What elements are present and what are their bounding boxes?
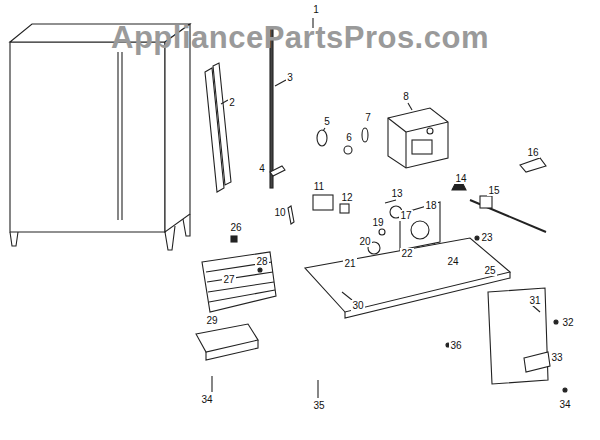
part-19	[379, 229, 385, 235]
compressor-edge	[405, 132, 406, 168]
callout-number: 27	[222, 274, 235, 285]
callout-number: 31	[528, 295, 541, 306]
cabinet-seam	[117, 52, 118, 220]
callout-number: 2	[228, 97, 236, 108]
callout-number: 32	[561, 317, 574, 328]
callout-number: 6	[345, 132, 353, 143]
callout-number: 34	[558, 399, 571, 410]
leader-line	[221, 100, 228, 104]
callout-number: 20	[358, 236, 371, 247]
part-7	[362, 128, 368, 142]
callout-number: 30	[351, 300, 364, 311]
part-6	[344, 146, 352, 154]
part-33	[524, 352, 550, 372]
grille	[202, 252, 276, 312]
callout-number: 33	[550, 352, 563, 363]
grille-slat	[209, 290, 275, 302]
leader-line	[323, 128, 325, 131]
compressor	[388, 108, 448, 168]
compressor-label	[412, 140, 432, 154]
part-16	[520, 158, 546, 172]
callout-number: 5	[323, 116, 331, 127]
bracket-hole	[411, 221, 429, 239]
screw	[475, 236, 479, 240]
grille-slat	[208, 282, 274, 292]
callout-number: 21	[343, 258, 356, 269]
trim-strip	[213, 63, 231, 185]
compressor-edge	[388, 118, 406, 132]
part-13	[385, 200, 396, 203]
cover-plate	[488, 288, 548, 384]
callout-number: 10	[273, 207, 286, 218]
callout-number: 13	[390, 188, 403, 199]
part-26	[231, 236, 237, 242]
callout-number: 15	[487, 185, 500, 196]
callout-number: 14	[454, 173, 467, 184]
callout-number: 28	[255, 256, 268, 267]
callout-number: 16	[526, 147, 539, 158]
callout-number: 36	[449, 340, 462, 351]
leader-line	[408, 103, 412, 110]
callout-number: 1	[312, 4, 320, 15]
base-plate	[305, 238, 510, 312]
leader-line	[532, 305, 540, 312]
grille-slat	[207, 272, 273, 282]
callout-number: 22	[400, 248, 413, 259]
callout-number: 29	[205, 315, 218, 326]
part-4	[270, 166, 285, 176]
callout-number: 4	[258, 163, 266, 174]
callout-number: 11	[313, 181, 325, 192]
callout-number: 3	[286, 72, 294, 83]
callout-number: 8	[402, 91, 410, 102]
part-10	[288, 206, 294, 224]
cabinet-side	[165, 24, 190, 232]
drip-tray	[196, 324, 258, 352]
leader-line	[317, 380, 318, 398]
screw	[563, 388, 567, 392]
base-edge	[345, 272, 510, 318]
cabinet-seam	[121, 52, 122, 220]
part-5	[317, 130, 327, 146]
callout-number: 17	[399, 210, 412, 221]
tray-edge	[206, 340, 258, 360]
callout-number: 25	[483, 265, 496, 276]
cabinet-leg	[183, 214, 190, 236]
leader-line	[275, 80, 286, 86]
callout-number: 35	[312, 400, 325, 411]
part-11	[313, 195, 333, 210]
callout-number: 26	[229, 222, 242, 233]
callout-number: 23	[480, 232, 493, 243]
part-12	[340, 204, 349, 213]
screw	[554, 320, 558, 324]
callout-number: 12	[340, 192, 353, 203]
cabinet-leg	[10, 232, 18, 246]
leader-line	[211, 376, 212, 392]
watermark: AppliancePartsPros.com	[110, 21, 490, 55]
callout-number: 7	[364, 112, 372, 123]
cabinet-leg	[165, 226, 175, 250]
cabinet-front	[10, 42, 165, 232]
callout-number: 24	[446, 256, 459, 267]
screw	[258, 268, 262, 272]
callout-number: 34	[200, 394, 213, 405]
callout-number: 19	[371, 217, 384, 228]
callout-number: 18	[424, 200, 437, 211]
grommet	[427, 128, 433, 134]
part-15	[480, 196, 492, 208]
